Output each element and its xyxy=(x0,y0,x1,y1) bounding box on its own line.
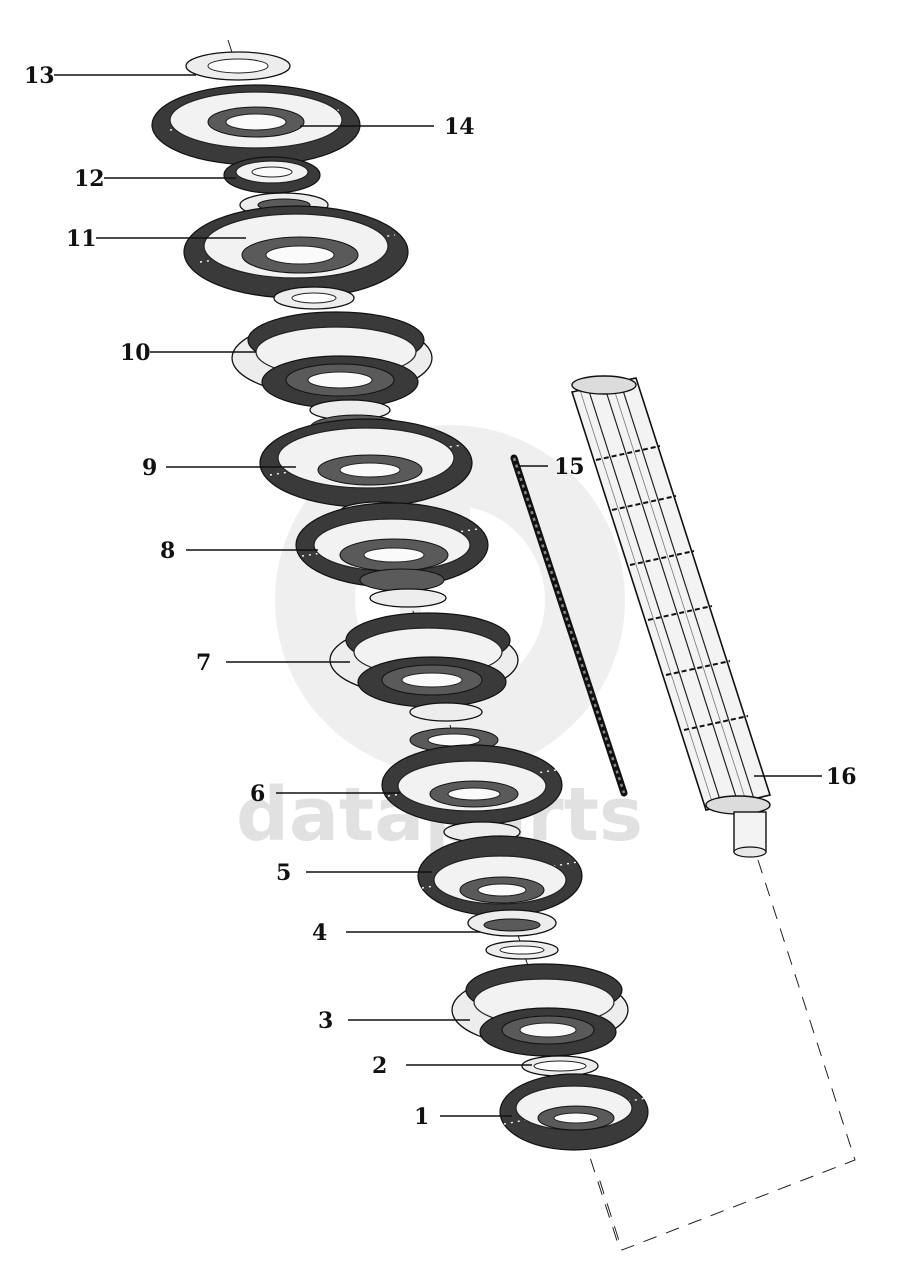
part-2-snap-ring xyxy=(521,1055,599,1077)
callout-13: 13 xyxy=(24,63,55,89)
part-3-synchronizer-assembly xyxy=(451,963,629,1057)
leader-lines xyxy=(54,74,822,1117)
callout-7: 7 xyxy=(196,650,211,676)
shaft-outline-dashed xyxy=(597,859,856,1251)
callout-6: 6 xyxy=(250,781,265,807)
part-6-gear xyxy=(381,744,563,843)
callout-1: 1 xyxy=(414,1104,429,1130)
callout-3: 3 xyxy=(318,1008,333,1034)
callout-labels: 13 14 12 11 10 9 15 8 7 6 16 5 4 3 2 1 xyxy=(24,63,857,1130)
part-15-rod xyxy=(510,454,628,797)
part-7-synchronizer-assembly xyxy=(329,612,519,753)
callout-15: 15 xyxy=(554,454,585,480)
callout-11: 11 xyxy=(66,226,97,252)
part-8-gear xyxy=(295,502,489,608)
part-1-gear xyxy=(499,1073,649,1151)
callout-2: 2 xyxy=(372,1053,387,1079)
callout-8: 8 xyxy=(160,538,175,564)
callout-16: 16 xyxy=(826,764,857,790)
callout-4: 4 xyxy=(312,920,327,946)
callout-14: 14 xyxy=(444,114,475,140)
callout-12: 12 xyxy=(74,166,105,192)
part-5-gear xyxy=(417,835,583,917)
part-16-splined-shaft xyxy=(570,375,772,858)
part-14-large-gear xyxy=(151,84,361,166)
part-4-washer xyxy=(467,909,559,960)
part-11-large-gear xyxy=(183,205,409,310)
callout-9: 9 xyxy=(142,455,157,481)
part-13-thrust-washer xyxy=(185,51,291,81)
callout-5: 5 xyxy=(276,860,291,886)
callout-10: 10 xyxy=(120,340,151,366)
